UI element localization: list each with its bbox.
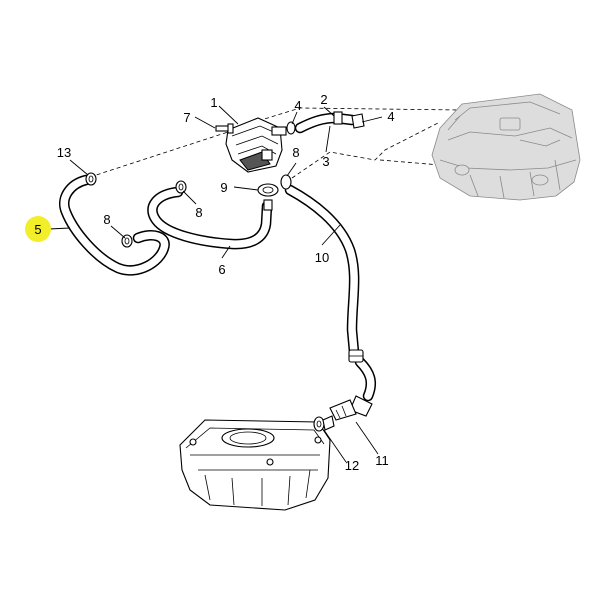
- callout-3[interactable]: 3: [322, 154, 329, 169]
- callout-10[interactable]: 10: [315, 250, 329, 265]
- hose-6: [147, 186, 273, 250]
- callout-6[interactable]: 6: [218, 262, 225, 277]
- callout-7[interactable]: 7: [183, 110, 190, 125]
- callout-4-right[interactable]: 4: [387, 109, 394, 124]
- callout-11[interactable]: 11: [375, 453, 389, 468]
- clip-8-middle: [175, 180, 187, 194]
- clip-13: [85, 172, 97, 186]
- callout-4-left[interactable]: 4: [294, 98, 301, 113]
- callout-9[interactable]: 9: [220, 180, 227, 195]
- callout-2[interactable]: 2: [320, 92, 327, 107]
- callout-8-right[interactable]: 8: [292, 145, 299, 160]
- callout-5[interactable]: 5: [34, 222, 41, 237]
- breather-canister-1: [225, 117, 287, 173]
- clip-4-left: [286, 121, 296, 135]
- screw-7: [215, 123, 234, 134]
- callout-13[interactable]: 13: [57, 145, 71, 160]
- fitting-11: [329, 395, 373, 421]
- leader-lines: [48, 105, 383, 463]
- hose-5: [59, 174, 170, 276]
- callout-1[interactable]: 1: [210, 95, 217, 110]
- hose-10: [284, 184, 376, 402]
- hose-joint: [348, 349, 364, 363]
- callout-12[interactable]: 12: [345, 458, 359, 473]
- callout-numbers: 1 7 4 2 4 3 13 5 8 8 8 9 6 10 11 12: [34, 92, 394, 473]
- reference-dashed-lines: [89, 107, 461, 179]
- highlight-marker: [25, 216, 51, 242]
- callout-8-middle[interactable]: 8: [195, 205, 202, 220]
- clip-8-top: [280, 174, 292, 190]
- pipe-2: [294, 111, 358, 134]
- airbox-assembly: [431, 93, 581, 201]
- oil-sump-pan: [179, 419, 331, 511]
- washer-12: [313, 415, 335, 432]
- callout-8-left[interactable]: 8: [103, 212, 110, 227]
- clip-4-right: [351, 113, 365, 129]
- clamp-9: [257, 183, 279, 211]
